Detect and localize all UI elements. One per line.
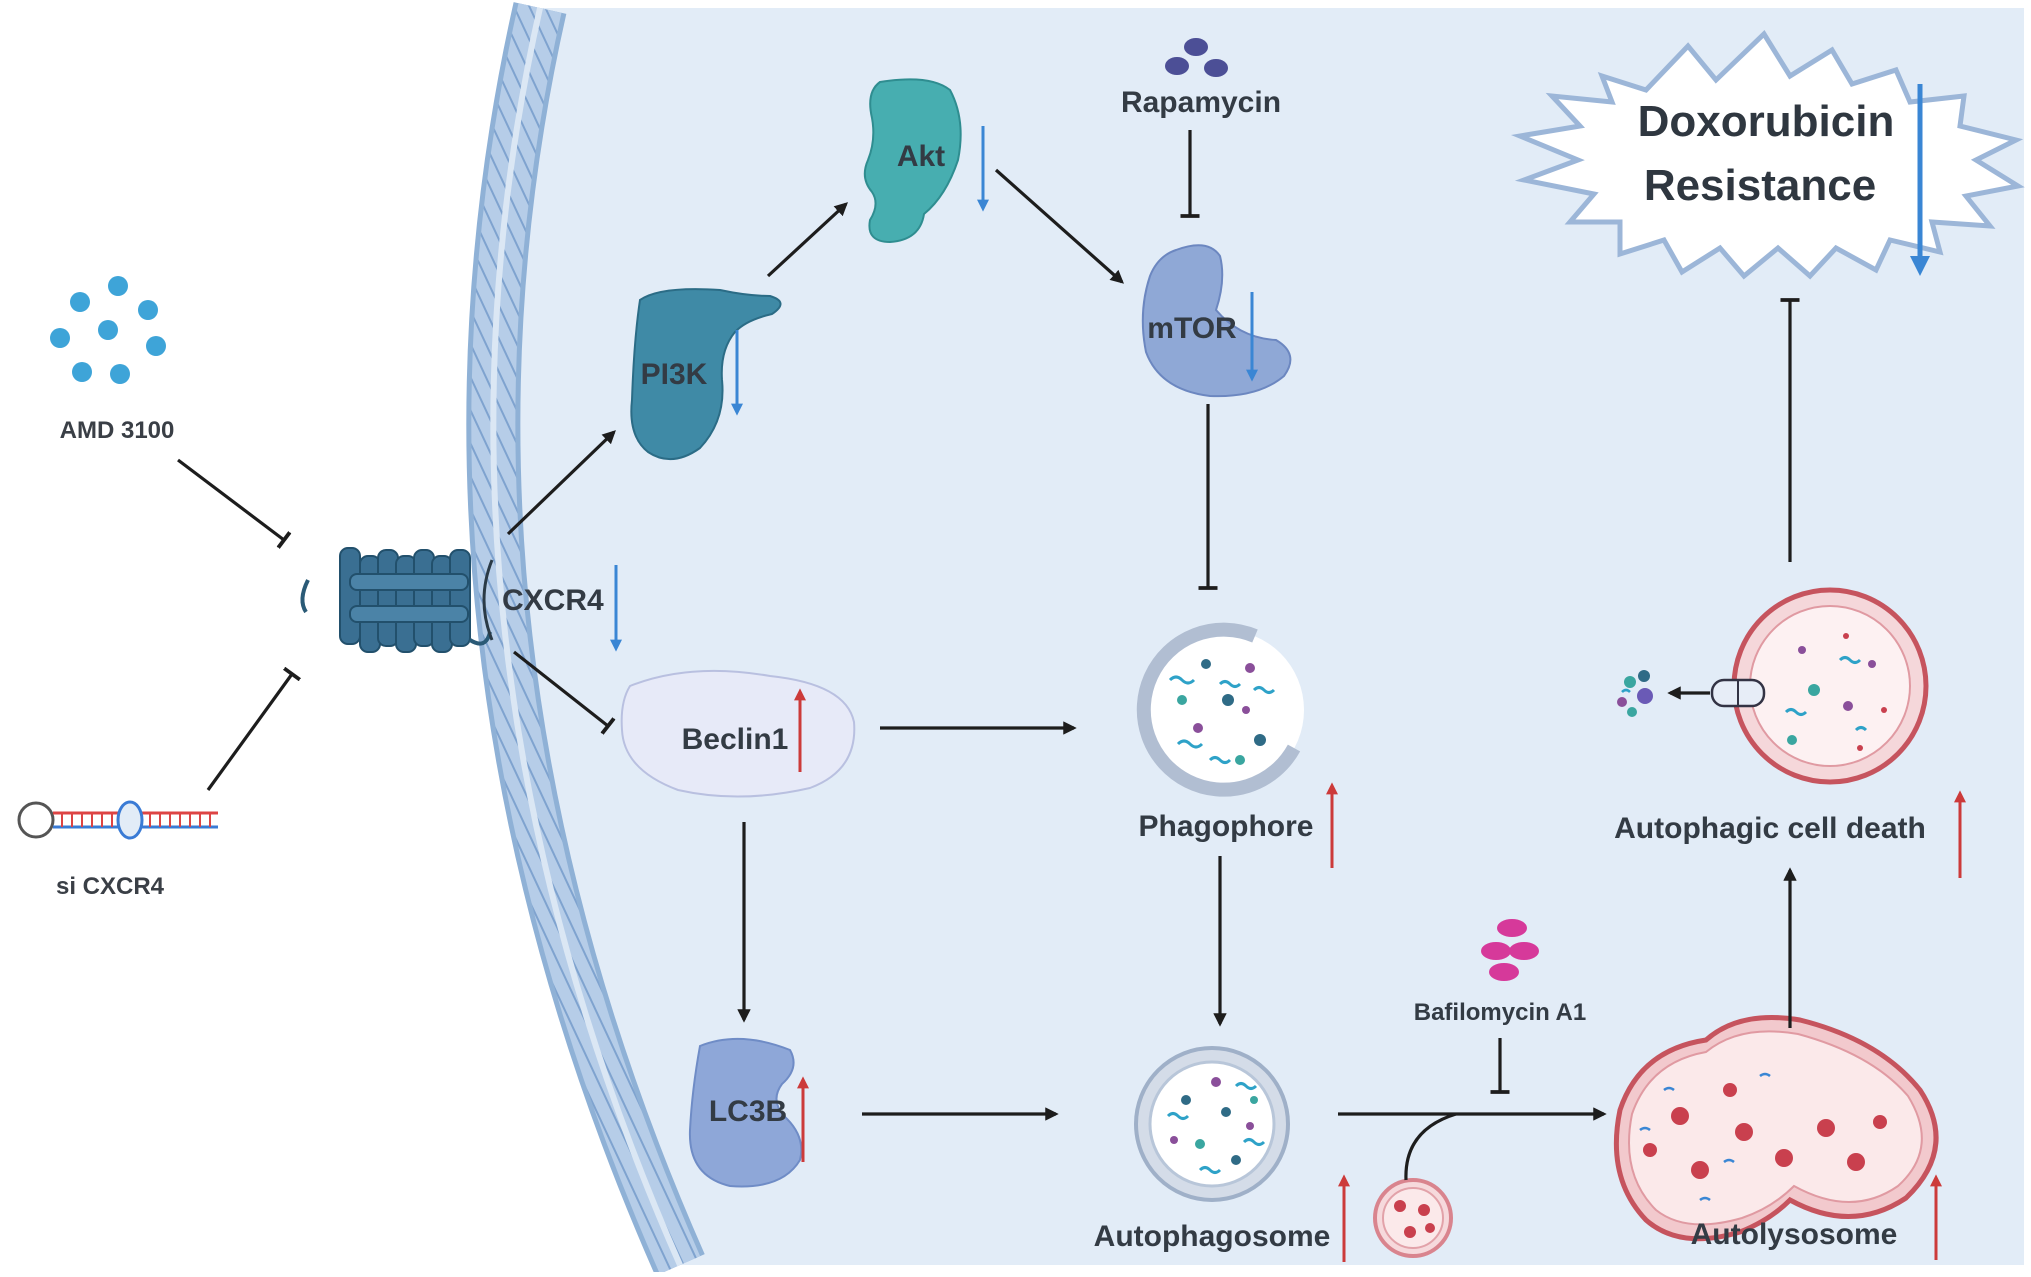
rapamycin-label: Rapamycin: [1121, 86, 1281, 119]
cell-interior: [493, 8, 2024, 1265]
doxorubicin-label-line2: Resistance: [1644, 161, 1876, 210]
mtor-label: mTOR: [1147, 312, 1237, 345]
akt-protein-shape: [863, 78, 962, 244]
amd3100-label: AMD 3100: [60, 417, 175, 444]
cxcr4-to-pi3k-arrow: [506, 430, 616, 536]
beclin1-protein-shape: [620, 669, 856, 798]
lc3b-label: LC3B: [709, 1095, 787, 1128]
sicxcr4-inhibition-line: [206, 674, 292, 791]
sirna-hairpin-icon: [17, 800, 218, 840]
amd3100-molecules-icon: [50, 276, 166, 384]
doxorubicin-label-line1: Doxorubicin: [1638, 97, 1895, 146]
autophagosome-label: Autophagosome: [1094, 1220, 1331, 1253]
phagophore-icon: [1136, 622, 1304, 797]
beclin1-label: Beclin1: [682, 723, 789, 756]
akt-label: Akt: [897, 140, 945, 173]
bafilomycin-molecules-icon: [1481, 919, 1539, 981]
pi3k-protein-shape: [630, 288, 782, 460]
akt-to-mtor-arrow: [994, 168, 1125, 284]
released-contents-icon: [1617, 670, 1653, 717]
amd3100-inhibition-line: [177, 458, 284, 540]
rapamycin-molecules-icon: [1165, 38, 1228, 77]
autophagosome-icon: [1134, 1046, 1290, 1202]
lc3b-protein-shape: [688, 1037, 803, 1188]
doxorubicin-burst-shape: [1510, 30, 2025, 280]
pi3k-to-akt-arrow: [766, 202, 848, 278]
autophagic-death-cell-icon: [1710, 587, 1929, 785]
cxcr4-receptor-icon: [300, 547, 494, 653]
autophagic-death-label: Autophagic cell death: [1614, 812, 1926, 845]
cxcr4-label: CXCR4: [502, 584, 604, 617]
autolysosome-label: Autolysosome: [1691, 1218, 1898, 1251]
sicxcr4-label: si CXCR4: [56, 873, 165, 900]
lysosome-icon: [1373, 1178, 1453, 1258]
autolysosome-icon: [1613, 1015, 1939, 1242]
phagophore-label: Phagophore: [1138, 810, 1313, 843]
pi3k-label: PI3K: [641, 358, 708, 391]
cxcr4-inhibits-beclin1-line: [513, 650, 608, 726]
bafilomycin-label: Bafilomycin A1: [1414, 999, 1587, 1026]
lysosome-fusion-line: [1404, 1112, 1457, 1181]
